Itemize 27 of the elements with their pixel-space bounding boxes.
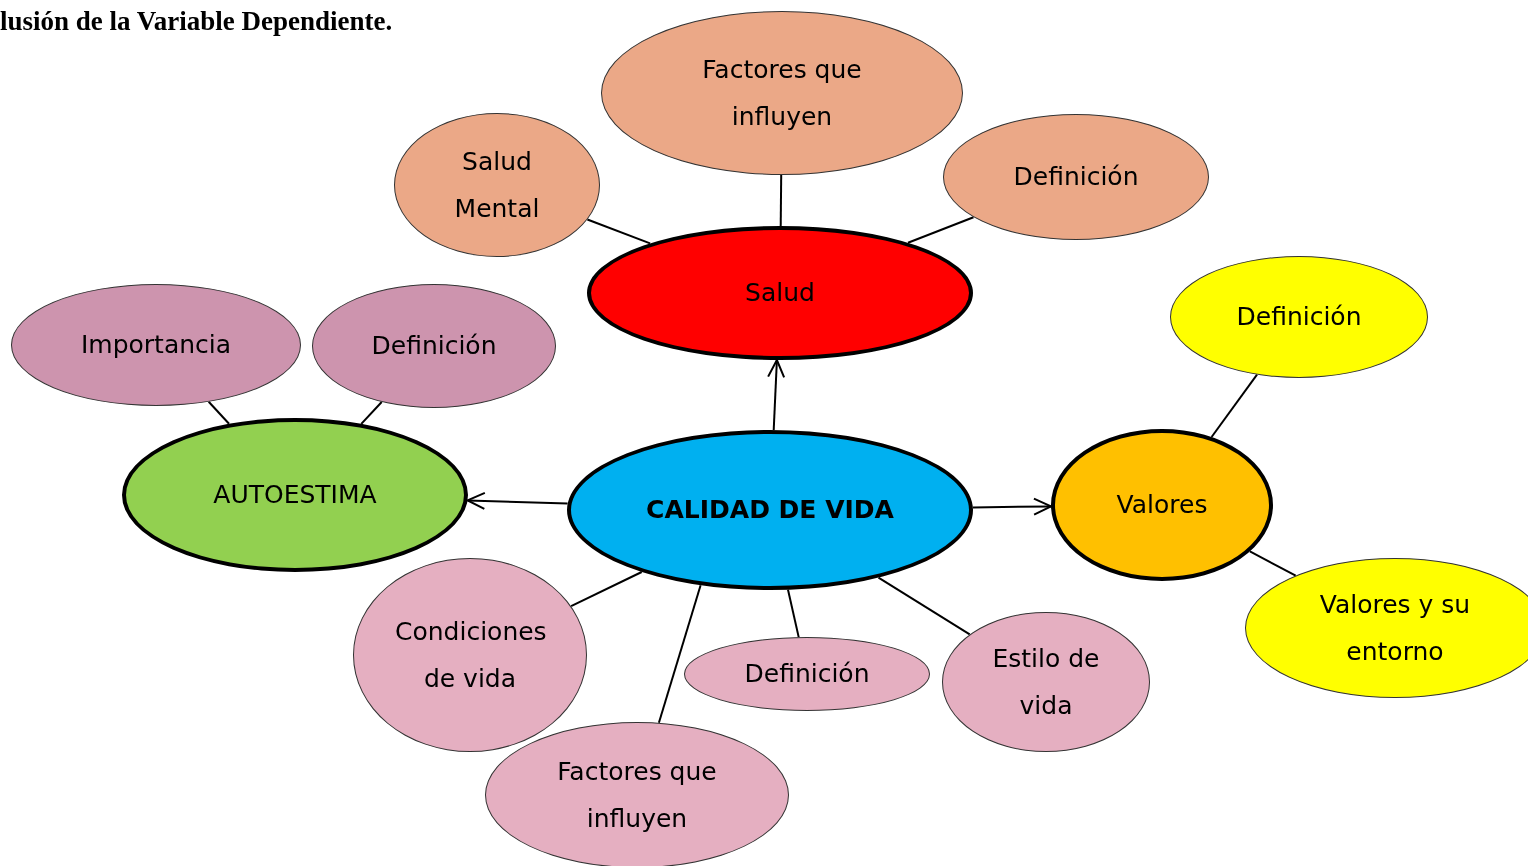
- concept-label: Definición: [1236, 301, 1362, 334]
- concept-label: Factores que influyen: [701, 53, 863, 133]
- concept-label: Definición: [371, 330, 497, 363]
- concept-label: Valores y su entorno: [1318, 588, 1472, 668]
- arrow: [466, 491, 569, 510]
- connector-line: [907, 216, 975, 244]
- connector-line: [779, 174, 783, 227]
- concept-label: Importancia: [80, 329, 232, 362]
- connector-line: [787, 588, 800, 639]
- concept-label: Definición: [1013, 161, 1139, 194]
- title: lusión de la Variable Dependiente.: [0, 6, 393, 37]
- concept-label: Salud Mental: [453, 145, 541, 225]
- connector-line: [586, 218, 652, 245]
- connector-line: [1210, 373, 1258, 438]
- concept-label: Valores: [1116, 489, 1208, 522]
- connector-line: [570, 571, 643, 608]
- concept-label: Definición: [744, 658, 870, 691]
- concept-label: CALIDAD DE VIDA: [646, 494, 894, 527]
- connector-line: [877, 576, 971, 636]
- connector-line: [1248, 550, 1297, 577]
- concept-label: Condiciones de vida: [395, 615, 545, 695]
- concept-label: Salud: [745, 277, 815, 310]
- arrow: [767, 359, 786, 431]
- arrow: [971, 497, 1052, 516]
- concept-label: AUTOESTIMA: [213, 479, 377, 512]
- concept-label: Estilo de vida: [991, 642, 1101, 722]
- concept-label: Factores que influyen: [556, 755, 718, 835]
